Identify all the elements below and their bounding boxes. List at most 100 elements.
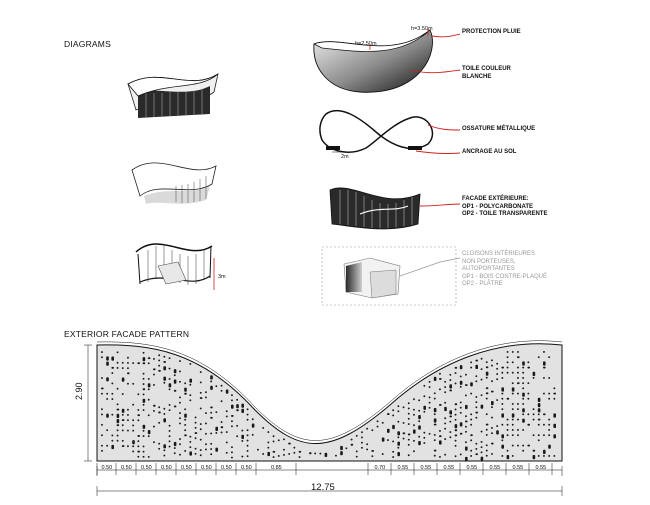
perforation <box>127 414 129 416</box>
perforation <box>283 454 285 456</box>
perforation <box>199 381 202 384</box>
segment-label: 0.50 <box>221 465 232 471</box>
perforation <box>371 455 374 458</box>
perforation <box>407 412 410 415</box>
perforation <box>407 407 410 410</box>
perforation <box>158 406 161 409</box>
perforation <box>454 366 458 369</box>
perforation <box>532 377 535 379</box>
perforation <box>511 351 514 353</box>
perforation <box>485 423 489 426</box>
perforation <box>179 453 181 456</box>
perforation <box>511 361 514 364</box>
perforation <box>449 389 452 392</box>
perforation <box>532 449 536 452</box>
perforation <box>215 411 218 414</box>
perforation <box>101 356 103 359</box>
perforation <box>189 435 192 438</box>
perforation <box>121 367 124 369</box>
perforation <box>511 408 514 411</box>
perforation <box>381 453 384 455</box>
perforation <box>537 356 540 359</box>
perforation <box>220 400 223 403</box>
perforation <box>241 403 244 408</box>
perforation <box>506 418 509 421</box>
perforation <box>101 387 104 390</box>
perforation <box>392 414 395 417</box>
dim-h350: h=3.50m <box>411 26 433 32</box>
perforation <box>199 454 202 457</box>
perforation <box>433 449 437 452</box>
segment-label: 0.70 <box>374 465 386 471</box>
perforation <box>137 450 140 453</box>
perforation <box>537 455 540 457</box>
perforation <box>475 396 478 398</box>
perforation <box>163 454 166 457</box>
callout-toile: TOILE COULEUR BLANCHE <box>462 66 511 80</box>
perforation <box>194 432 198 434</box>
perforation <box>522 429 525 431</box>
perforation <box>173 379 177 384</box>
perforation <box>465 446 468 451</box>
perforation <box>413 413 415 416</box>
perforation <box>142 388 146 391</box>
perforation <box>210 416 213 419</box>
perforation <box>101 351 103 353</box>
perforation <box>553 434 556 439</box>
perforation <box>428 396 431 399</box>
perforation <box>496 425 499 427</box>
perforation <box>548 429 551 431</box>
perforation <box>298 450 302 453</box>
perforation <box>246 408 249 411</box>
perforation <box>371 450 374 452</box>
perforation <box>283 438 285 441</box>
perforation <box>111 372 114 374</box>
perforation <box>449 420 452 423</box>
perforation <box>132 382 135 385</box>
perforation <box>137 414 140 417</box>
perforation <box>475 448 478 450</box>
dim-facade-width: 12.75 <box>311 482 335 493</box>
perforation <box>527 361 530 364</box>
perforation <box>184 382 187 385</box>
perforation <box>205 432 207 435</box>
perforation <box>168 445 171 448</box>
perforation <box>220 389 223 392</box>
perforation <box>506 429 509 431</box>
perforation <box>491 442 494 445</box>
perforation <box>527 382 530 385</box>
perforation <box>283 448 285 451</box>
callout-facade: FACADE EXTÉRIEURE: OP1 - POLYCARBONATE O… <box>462 196 548 217</box>
perforation <box>246 439 249 442</box>
perforation <box>485 371 489 376</box>
perforation <box>163 361 166 363</box>
perforation <box>179 417 181 420</box>
perforation <box>397 441 400 446</box>
perforation <box>475 442 478 445</box>
perforation <box>194 416 197 419</box>
perforation <box>537 397 541 402</box>
perforation <box>470 455 473 457</box>
perforation <box>444 427 447 430</box>
perforation <box>142 398 146 403</box>
perforation <box>532 434 535 437</box>
perforation <box>543 449 546 454</box>
perforation <box>470 439 473 442</box>
perforation <box>428 406 431 409</box>
perforation <box>121 419 125 421</box>
perforation <box>168 409 171 412</box>
perforation <box>397 452 400 457</box>
perforation <box>444 406 447 412</box>
perforation <box>511 429 514 431</box>
segment-label: 0.50 <box>141 465 152 471</box>
perforation <box>407 433 411 436</box>
perforation <box>210 442 213 445</box>
perforation <box>470 418 473 421</box>
perforation <box>116 424 120 427</box>
perforation <box>501 439 504 442</box>
perforation <box>537 413 540 416</box>
perforation <box>454 413 457 416</box>
perforation <box>153 358 155 360</box>
perforation <box>153 404 156 407</box>
perforation <box>470 392 473 395</box>
